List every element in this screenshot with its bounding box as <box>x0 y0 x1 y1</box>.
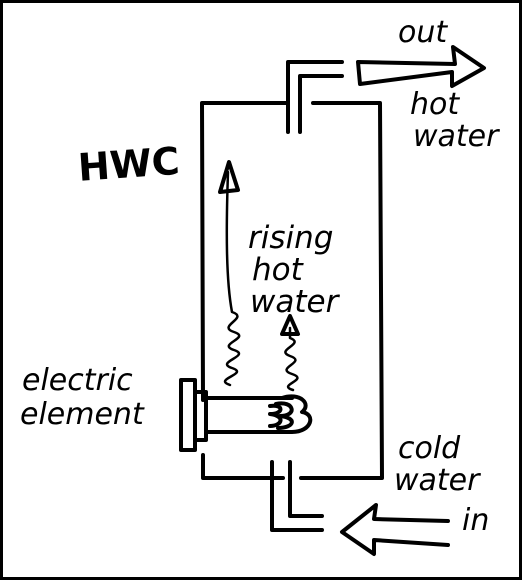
label-out: out <box>398 15 448 50</box>
heating-element <box>204 394 313 434</box>
inlet-pipe <box>270 460 324 532</box>
label-cold-line2: water <box>394 463 481 498</box>
label-rising-line1: rising <box>248 220 333 256</box>
rising-wave-short <box>284 326 299 392</box>
element-mount <box>193 390 208 442</box>
label-rising-line3: water <box>250 284 341 320</box>
label-hwc: HWC <box>77 139 181 190</box>
rising-arrowhead-short <box>280 314 300 336</box>
in-arrow <box>340 503 450 556</box>
label-hot-water-line2: water <box>413 119 500 154</box>
rising-arrowhead-tall <box>218 160 240 194</box>
label-hot-water-line1: hot <box>410 87 460 122</box>
label-element-line1: electric <box>22 363 133 398</box>
label-element-line2: element <box>20 397 145 432</box>
outlet-pipe <box>286 60 344 134</box>
element-plug <box>179 378 197 452</box>
tank-outline <box>200 101 384 480</box>
label-rising-line2: hot <box>252 252 305 288</box>
rising-wave-tall <box>223 170 241 387</box>
out-arrow <box>356 45 486 88</box>
label-cold-line1: cold <box>398 431 461 466</box>
label-cold-line3: in <box>462 503 489 538</box>
